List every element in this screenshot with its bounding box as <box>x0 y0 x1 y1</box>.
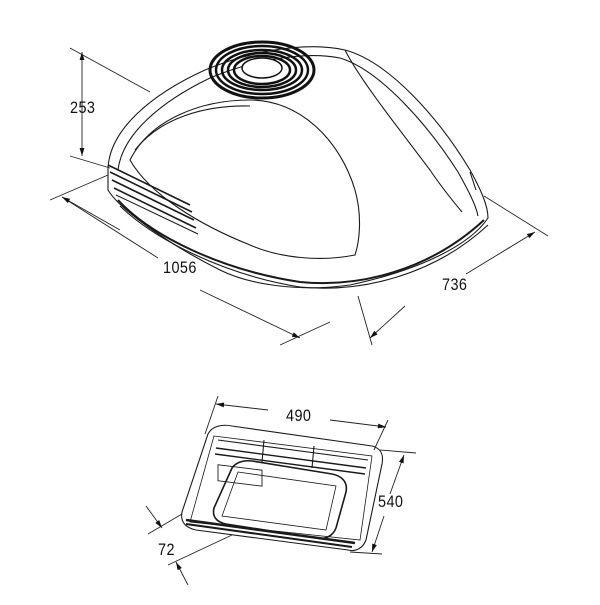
dimension-width-490 <box>204 395 389 451</box>
label-width-490: 490 <box>286 406 312 425</box>
rooftop-unit <box>107 46 489 289</box>
dimension-depth-540 <box>349 449 417 555</box>
label-depth-540: 540 <box>378 492 404 511</box>
label-width-736: 736 <box>442 275 468 294</box>
dimension-length-1056 <box>49 174 331 346</box>
label-height-72: 72 <box>158 540 175 559</box>
fan-grille-icon <box>208 40 316 100</box>
label-height-253: 253 <box>70 98 96 117</box>
dimension-height-253 <box>69 47 151 169</box>
ceiling-panel <box>181 424 384 552</box>
label-length-1056: 1056 <box>163 258 197 277</box>
dimension-width-736 <box>357 195 549 346</box>
dimension-height-72 <box>145 505 233 586</box>
